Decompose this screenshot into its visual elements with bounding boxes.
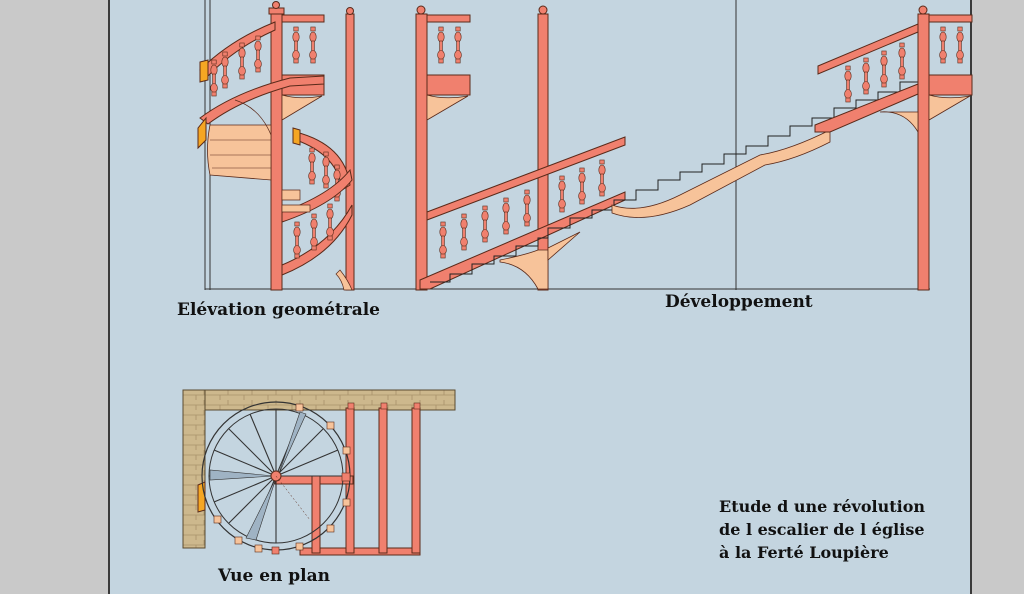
study-title: Etude d une révolution de l escalier de … <box>719 495 925 564</box>
elevation-caption: Elévation geométrale <box>177 300 380 320</box>
development-caption: Développement <box>665 292 813 312</box>
plan-view <box>182 389 456 556</box>
plan-caption: Vue en plan <box>218 566 331 586</box>
study-title-line1: Etude d une révolution <box>719 497 925 516</box>
study-title-line3: à la Ferté Loupière <box>719 543 889 562</box>
elevation-view <box>197 0 360 291</box>
newel-post <box>270 13 283 291</box>
study-title-line2: de l escalier de l église <box>719 520 925 539</box>
development-view <box>360 0 973 291</box>
corner-post <box>345 13 355 291</box>
